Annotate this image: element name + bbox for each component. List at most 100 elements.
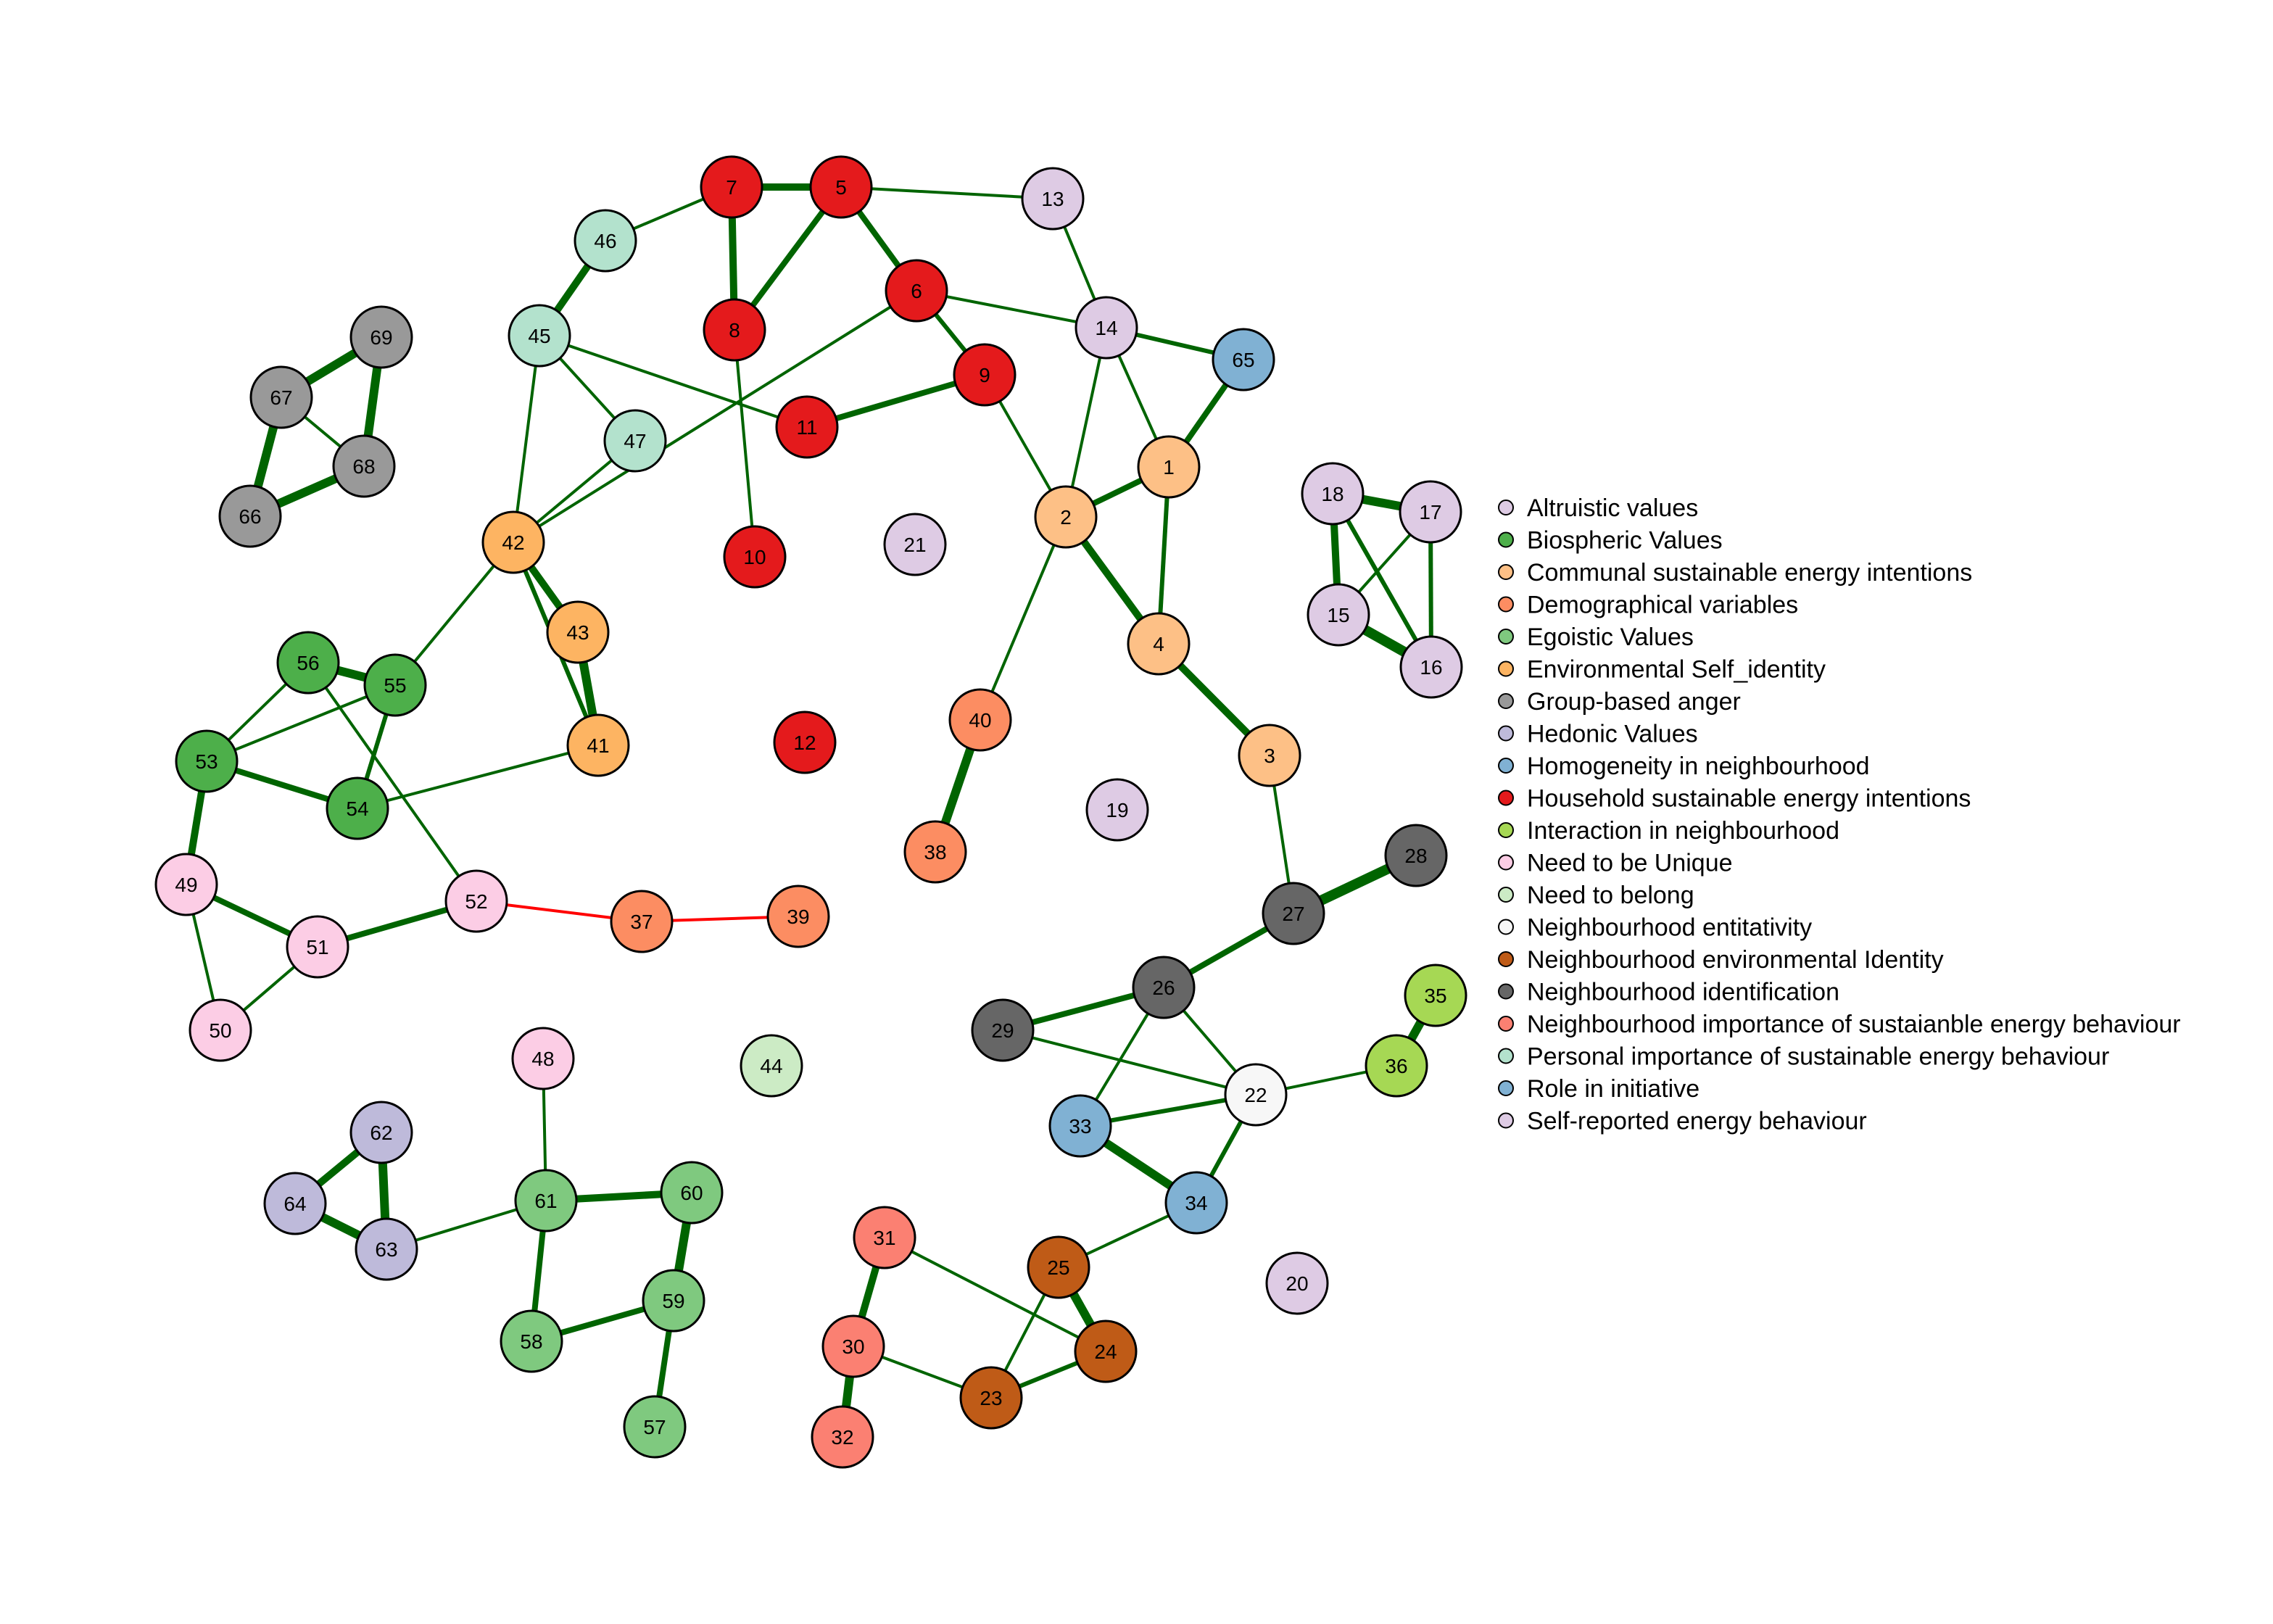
node-circle [363, 653, 427, 717]
node-47: 47 [603, 409, 667, 473]
node-label: 29 [991, 1019, 1014, 1042]
legend-label: Neighbourhood entitativity [1527, 914, 1812, 942]
node-56: 56 [276, 631, 340, 695]
node-label: 7 [726, 176, 737, 199]
node-circle [1027, 1235, 1090, 1299]
legend-label: Self-reported energy behaviour [1527, 1108, 1867, 1135]
legend-label: Role in initiative [1527, 1075, 1699, 1103]
legend-item: Neighbourhood identification [1498, 979, 1839, 1006]
node-circle [1212, 328, 1275, 392]
node-label: 56 [297, 652, 319, 674]
node-12: 12 [773, 710, 837, 774]
node-circle [740, 1034, 803, 1098]
node-circle [811, 1405, 874, 1469]
node-13: 13 [1021, 167, 1085, 231]
node-27: 27 [1262, 882, 1325, 945]
node-circle [1262, 882, 1325, 945]
node-21: 21 [883, 513, 947, 576]
node-label: 27 [1282, 903, 1304, 925]
legend-label: Homogeneity in neighbourhood [1527, 753, 1870, 780]
node-label: 45 [528, 325, 550, 347]
node-7: 7 [700, 155, 763, 219]
node-label: 23 [980, 1387, 1002, 1409]
node-28: 28 [1384, 824, 1448, 887]
node-67: 67 [249, 365, 313, 429]
node-62: 62 [349, 1101, 413, 1164]
node-3: 3 [1238, 724, 1301, 787]
legend-swatch [1498, 596, 1514, 613]
legend-item: Environmental Self_identity [1498, 656, 1826, 684]
node-68: 68 [332, 434, 396, 498]
node-circle [700, 155, 763, 219]
legend-swatch [1498, 983, 1514, 1000]
legend-label: Neighbourhood environmental Identity [1527, 946, 1944, 974]
legend-item: Need to be Unique [1498, 850, 1733, 877]
node-label: 25 [1047, 1256, 1069, 1279]
node-circle [885, 259, 948, 323]
legend-item: Egoistic Values [1498, 624, 1694, 651]
node-1: 1 [1137, 435, 1201, 499]
legend-label: Neighbourhood identification [1527, 979, 1839, 1006]
edge-45-11 [539, 334, 808, 428]
legend-swatch [1498, 660, 1514, 677]
legend-swatch [1498, 1112, 1514, 1129]
legend-item: Biospheric Values [1498, 527, 1723, 555]
node-label: 57 [643, 1416, 666, 1438]
node-label: 16 [1420, 656, 1442, 679]
legend-swatch [1498, 1016, 1514, 1032]
node-circle [286, 915, 349, 979]
legend-label: Need to belong [1527, 882, 1694, 909]
node-label: 38 [924, 841, 946, 863]
node-50: 50 [189, 998, 252, 1062]
node-circle [1021, 167, 1085, 231]
node-circle [154, 853, 218, 916]
legend-label: Personal importance of sustainable energ… [1527, 1043, 2109, 1071]
node-circle [514, 1169, 578, 1232]
node-5: 5 [809, 155, 873, 219]
node-36: 36 [1365, 1034, 1428, 1098]
node-14: 14 [1075, 296, 1138, 360]
node-label: 8 [729, 319, 740, 341]
legend-swatch [1498, 919, 1514, 935]
node-11: 11 [775, 395, 839, 459]
node-label: 14 [1095, 317, 1117, 339]
node-58: 58 [500, 1309, 563, 1373]
node-51: 51 [286, 915, 349, 979]
node-18: 18 [1301, 462, 1365, 526]
node-label: 48 [531, 1048, 554, 1070]
node-label: 65 [1232, 349, 1254, 371]
node-label: 13 [1041, 188, 1064, 210]
node-65: 65 [1212, 328, 1275, 392]
node-label: 50 [209, 1019, 231, 1042]
node-circle [953, 343, 1017, 407]
edge-14-2 [1064, 327, 1108, 518]
node-circle [249, 365, 313, 429]
node-label: 53 [195, 750, 218, 773]
node-55: 55 [363, 653, 427, 717]
node-label: 17 [1419, 501, 1441, 523]
node-45: 45 [508, 304, 571, 368]
node-10: 10 [723, 525, 787, 589]
node-circle [218, 484, 282, 548]
node-label: 2 [1060, 506, 1072, 529]
node-40: 40 [948, 688, 1012, 752]
node-20: 20 [1265, 1251, 1329, 1315]
node-35: 35 [1404, 964, 1467, 1027]
node-circle [175, 729, 239, 793]
node-6: 6 [885, 259, 948, 323]
node-61: 61 [514, 1169, 578, 1232]
legend-swatch [1498, 790, 1514, 806]
node-label: 11 [796, 416, 817, 439]
edge-29-22 [1002, 1029, 1256, 1096]
node-33: 33 [1048, 1094, 1112, 1158]
legend-swatch [1498, 693, 1514, 709]
edge-24-31 [884, 1236, 1106, 1353]
node-label: 47 [624, 430, 646, 452]
legend-item: Homogeneity in neighbourhood [1498, 753, 1870, 780]
node-44: 44 [740, 1034, 803, 1098]
node-63: 63 [355, 1217, 418, 1281]
legend-label: Neighbourhood importance of sustaianble … [1527, 1011, 2181, 1038]
node-16: 16 [1399, 635, 1463, 699]
